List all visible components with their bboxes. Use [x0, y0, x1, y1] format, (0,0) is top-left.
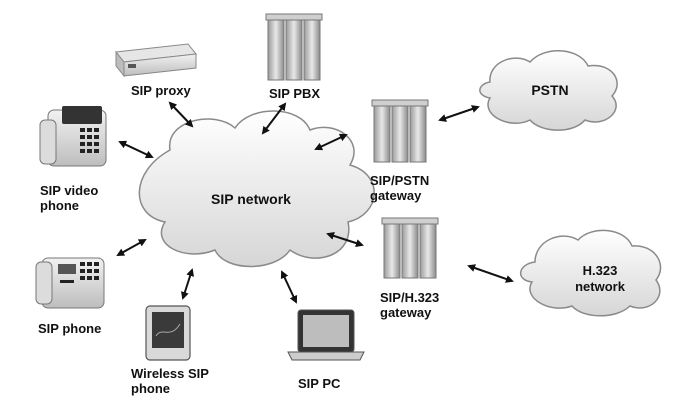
sip-proxy-label: SIP proxy — [131, 83, 191, 98]
sip-video-phone-label-line1: SIP video — [40, 183, 99, 198]
h323-label-line2: network — [575, 279, 625, 294]
arrow-pstn-gateway-pstn — [438, 105, 480, 122]
h323-network-label: H.323 network — [548, 263, 652, 295]
arrow-h323-gateway-network — [326, 232, 364, 247]
sip-pbx-servers — [265, 13, 323, 81]
wireless-sip-phone-label-line1: Wireless SIP — [131, 366, 209, 381]
arrow-pbx-network — [261, 102, 287, 135]
h323-label-line1: H.323 — [582, 263, 618, 278]
h323-network-cloud — [520, 229, 662, 317]
arrow-phone-network — [116, 239, 147, 256]
connection-arrows — [116, 101, 514, 304]
sip-h323-gateway-servers — [381, 217, 439, 279]
sip-pc-device — [287, 309, 365, 361]
sip-video-phone-label: SIP video phone — [40, 183, 98, 213]
arrow-video-phone-network — [118, 140, 154, 159]
sip-network-label: SIP network — [211, 191, 291, 207]
sip-pstn-gateway-label-line2: gateway — [370, 188, 422, 203]
arrow-pc-network — [280, 270, 298, 304]
arrow-wireless-network — [181, 268, 194, 300]
sip-h323-gateway-label-line2: gateway — [380, 305, 432, 320]
wireless-sip-phone-device — [145, 305, 191, 361]
sip-h323-gateway-label: SIP/H.323 gateway — [380, 290, 439, 320]
sip-h323-gateway-label-line1: SIP/H.323 — [380, 290, 440, 305]
arrow-proxy-network — [168, 101, 194, 128]
pstn-label: PSTN — [531, 82, 569, 98]
wireless-sip-phone-label: Wireless SIP phone — [131, 366, 209, 396]
sip-pc-label: SIP PC — [298, 376, 341, 391]
wireless-sip-phone-label-line2: phone — [131, 381, 170, 396]
arrow-pstn-gateway-network — [314, 133, 348, 151]
sip-pbx-label: SIP PBX — [269, 86, 321, 101]
sip-pstn-gateway-label-line1: SIP/PSTN — [370, 173, 430, 188]
sip-network-cloud — [138, 110, 375, 268]
arrow-h323-gateway-h323 — [467, 264, 514, 283]
sip-phone-label: SIP phone — [38, 321, 102, 336]
sip-video-phone-label-line2: phone — [40, 198, 79, 213]
sip-pstn-gateway-servers — [371, 99, 429, 163]
sip-phone-device — [35, 257, 105, 309]
sip-proxy-device — [115, 43, 197, 78]
sip-video-phone-device — [39, 106, 107, 167]
sip-pstn-gateway-label: SIP/PSTN gateway — [370, 173, 429, 203]
pstn-cloud — [479, 49, 618, 131]
